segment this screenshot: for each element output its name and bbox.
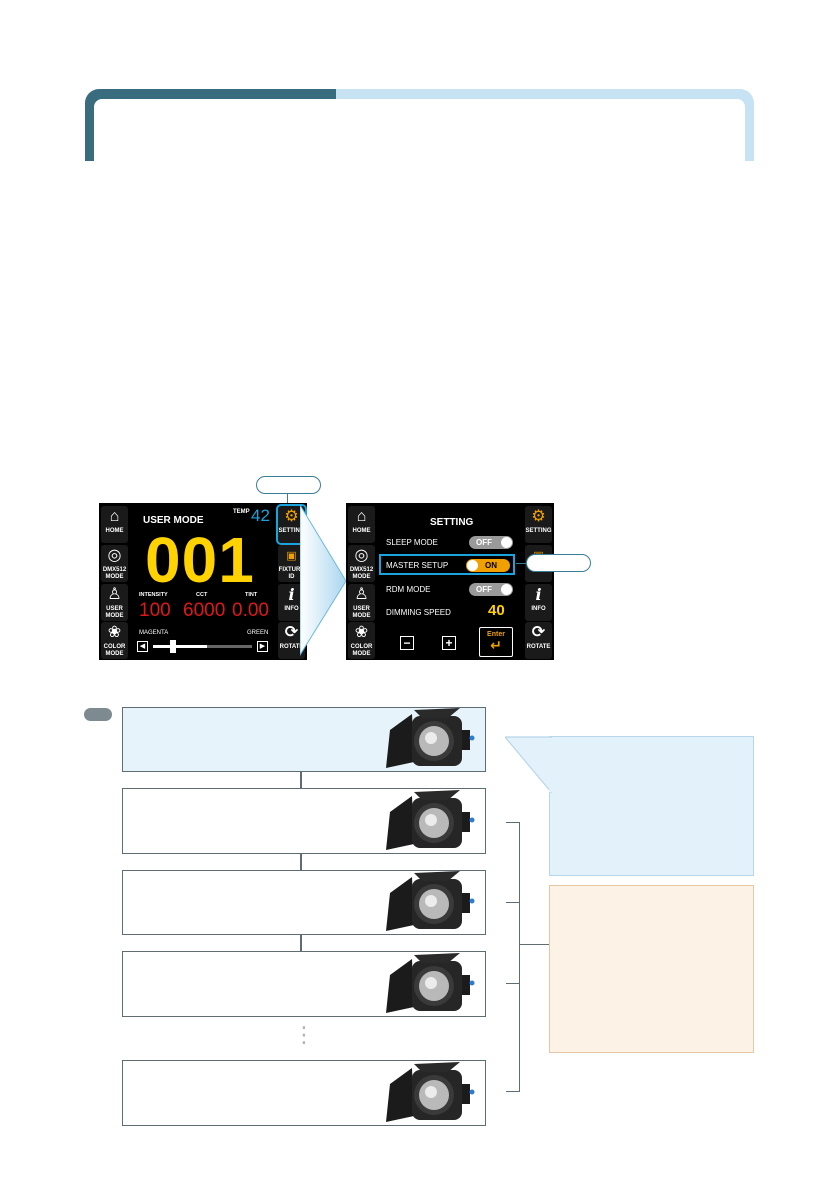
bracket-tick bbox=[506, 983, 520, 985]
sleep-mode-label: SLEEP MODE bbox=[386, 538, 438, 547]
master-setup-toggle[interactable]: ON bbox=[466, 559, 510, 572]
tint-slider-thumb[interactable] bbox=[169, 640, 176, 653]
fresnel-light-icon bbox=[386, 1062, 475, 1122]
dmx512-mode-button[interactable]: ◎ DMX512 MODE bbox=[101, 545, 128, 582]
intensity-label: INTENSITY bbox=[139, 592, 168, 598]
home-button[interactable]: ⌂ HOME bbox=[101, 506, 128, 543]
screen-transition-arrow bbox=[300, 504, 347, 656]
master-note-box bbox=[549, 736, 754, 876]
dimming-speed-value: 40 bbox=[488, 602, 505, 619]
fresnel-light-icon bbox=[386, 790, 475, 850]
step-connector bbox=[300, 935, 302, 951]
callout-line bbox=[287, 494, 288, 506]
color-mode-button[interactable]: ❀ COLOR MODE bbox=[101, 622, 128, 659]
decrease-button[interactable]: − bbox=[400, 636, 414, 650]
dmx-icon: ◎ bbox=[354, 547, 369, 564]
setting-title: SETTING bbox=[430, 517, 474, 528]
info-button-2[interactable]: i INFO bbox=[525, 584, 552, 621]
sleep-mode-toggle[interactable]: OFF bbox=[469, 536, 513, 549]
fresnel-light-icon bbox=[386, 871, 475, 931]
color-circles-icon: ❀ bbox=[354, 624, 369, 641]
callout-pill-master-setup bbox=[526, 554, 591, 572]
lcd-screen-user-mode: ⌂ HOME ◎ DMX512 MODE ♙ USER MODE ❀ COLOR… bbox=[99, 503, 307, 660]
info-icon: i bbox=[535, 585, 542, 604]
rdm-mode-toggle[interactable]: OFF bbox=[469, 583, 513, 596]
slave-group-bracket bbox=[506, 822, 520, 1092]
rotate-button-2[interactable]: ⟳ ROTATE bbox=[525, 622, 552, 659]
color-circles-icon: ❀ bbox=[107, 624, 122, 641]
green-label: GREEN bbox=[247, 630, 269, 636]
master-setup-highlight bbox=[379, 554, 515, 575]
master-setup-label: MASTER SETUP bbox=[386, 561, 449, 570]
rotate-icon: ⟳ bbox=[284, 624, 299, 641]
more-steps-ellipsis: ⋮ bbox=[293, 1022, 315, 1047]
cct-value: 6000 bbox=[183, 600, 226, 621]
enter-arrow-icon: ↵ bbox=[490, 637, 502, 653]
home-icon: ⌂ bbox=[356, 508, 367, 525]
tint-label: TINT bbox=[245, 592, 258, 598]
bracket-tick bbox=[506, 902, 520, 904]
step-connector bbox=[300, 772, 302, 788]
setting-button-2[interactable]: ⚙ SETTING bbox=[525, 506, 552, 543]
tint-increase-button[interactable]: ▶ bbox=[257, 641, 268, 652]
rdm-mode-label: RDM MODE bbox=[386, 585, 431, 594]
tint-slider-track[interactable] bbox=[153, 645, 252, 648]
dimming-speed-label: DIMMING SPEED bbox=[386, 608, 451, 617]
temp-label: TEMP bbox=[233, 509, 250, 515]
enter-button[interactable]: Enter ↵ bbox=[479, 627, 513, 657]
header-banner-inner bbox=[94, 99, 745, 169]
callout-pill-setting bbox=[256, 476, 321, 494]
user-icon: ♙ bbox=[107, 586, 122, 603]
section-badge bbox=[84, 708, 112, 721]
note-pointer bbox=[505, 736, 553, 794]
slave-note-box bbox=[549, 885, 754, 1053]
bracket-link bbox=[520, 944, 549, 946]
dmx-address-display: 001 bbox=[145, 524, 255, 596]
fresnel-light-icon bbox=[386, 953, 475, 1013]
color-mode-button-2[interactable]: ❀ COLOR MODE bbox=[348, 622, 375, 659]
dmx512-mode-button-2[interactable]: ◎ DMX512 MODE bbox=[348, 545, 375, 582]
screen-title: USER MODE bbox=[143, 515, 204, 526]
id-icon: ▣ bbox=[286, 550, 297, 562]
home-icon: ⌂ bbox=[109, 508, 120, 525]
gear-icon: ⚙ bbox=[284, 508, 299, 525]
user-icon: ♙ bbox=[354, 586, 369, 603]
user-mode-button[interactable]: ♙ USER MODE bbox=[101, 584, 128, 621]
dmx-icon: ◎ bbox=[107, 547, 122, 564]
cct-label: CCT bbox=[196, 592, 208, 598]
gear-icon: ⚙ bbox=[531, 508, 546, 525]
tint-value: 0.00 bbox=[232, 600, 269, 621]
tint-decrease-button[interactable]: ◀ bbox=[137, 641, 148, 652]
user-mode-button-2[interactable]: ♙ USER MODE bbox=[348, 584, 375, 621]
home-button-2[interactable]: ⌂ HOME bbox=[348, 506, 375, 543]
rotate-icon: ⟳ bbox=[531, 624, 546, 641]
increase-button[interactable]: + bbox=[442, 636, 456, 650]
step-connector bbox=[300, 854, 302, 870]
lcd-screen-setting: ⌂ HOME ◎ DMX512 MODE ♙ USER MODE ❀ COLOR… bbox=[346, 503, 554, 660]
fresnel-light-icon bbox=[386, 708, 475, 768]
info-icon: i bbox=[288, 585, 295, 604]
magenta-label: MAGENTA bbox=[139, 630, 169, 636]
tint-slider-fill bbox=[153, 645, 208, 648]
intensity-value: 100 bbox=[139, 600, 171, 621]
temp-value: 42 bbox=[251, 506, 270, 525]
